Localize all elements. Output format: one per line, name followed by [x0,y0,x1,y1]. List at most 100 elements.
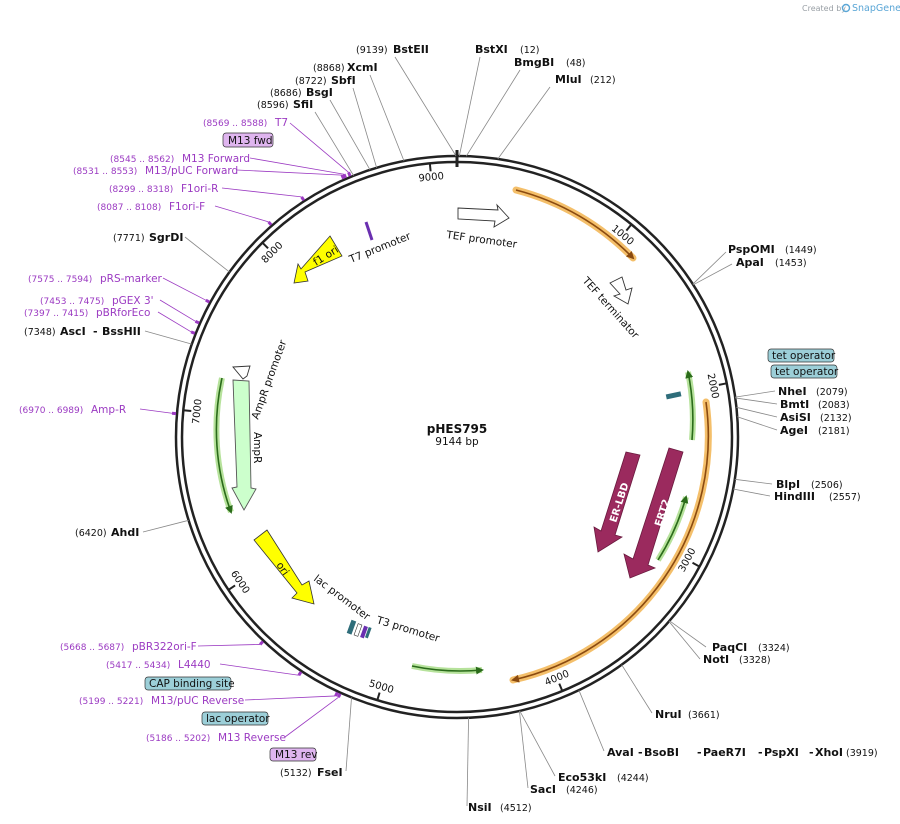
enzyme-leader [465,69,521,157]
enzyme-pos: (4244) [617,773,649,784]
primer-leader [221,187,302,198]
enzyme-name: AhdI [111,526,139,539]
credit-brand: SnapGene [852,3,900,14]
enzyme-name: BssHII [102,325,141,338]
enzyme-pos: (3919) [846,748,878,759]
enzyme-leader [144,330,192,345]
ampr-label: AmpR [251,432,263,463]
primer-pos: (5186 .. 5202) [146,734,210,744]
enzyme-name: ApaI [736,256,764,269]
enzyme-name: BsgI [306,86,333,99]
lac-cluster [346,619,372,639]
primer-pos: (8569 .. 8588) [203,119,267,129]
enzyme-pos: (12) [520,45,540,56]
primer-name: M13/pUC Forward [145,165,238,177]
snapgene-logo [841,3,851,13]
enzyme-leader [737,416,778,431]
primer-leader [139,408,173,414]
primer-leader [284,696,339,738]
enzyme-leader [735,390,776,398]
tef-promoter-label: TEF promoter [445,229,519,251]
primer-pos: (5199 .. 5221) [79,697,143,707]
primer-pos: (6970 .. 6989) [19,406,83,416]
box-m13fwd: M13 fwd [222,132,274,148]
enzyme-name: BstXI [475,43,508,56]
enzyme-pos: (4512) [500,803,532,814]
enzyme-leader [352,87,378,168]
primer-name: Amp-R [91,404,126,416]
primer-name: pRS-marker [100,273,163,285]
enzyme-pos: (8722) [295,76,327,87]
primer-mark [300,196,306,202]
primer-name: M13 Forward [182,153,250,165]
enzyme-pos: (48) [566,58,586,69]
enzyme-pos: (1453) [775,258,807,269]
enzyme-name: Eco53kI [558,771,606,784]
ampr-promoter-arrow [232,365,251,380]
primer-name: L4440 [178,659,211,671]
primer-pos: (7575 .. 7594) [28,275,92,285]
enzyme-pos: (2506) [811,480,843,491]
primer-marks [139,122,352,738]
ori-arrow [253,529,315,605]
tick-mark [376,692,381,701]
enzyme-pos: (2181) [818,426,850,437]
enzyme-leader [669,620,707,648]
group-dash: - [638,746,643,759]
primer-leader [159,299,196,322]
primer-name: M13/pUC Reverse [151,695,244,707]
enzyme-name: PspXI [764,746,799,759]
primer-mark [297,671,303,677]
primer-leader [249,157,345,175]
tick-label: 5000 [367,678,395,696]
primer-pos: (5417 .. 5434) [106,661,170,671]
enzyme-pos: (3324) [758,643,790,654]
enzyme-pos: (2079) [816,387,848,398]
enzyme-name: BsoBI [644,746,679,759]
lac-promoter-label: lac promoter [311,573,372,623]
enzyme-pos: (2083) [818,400,850,411]
enzyme-pos: (3328) [739,655,771,666]
primer-leader [214,205,269,223]
enzyme-pos: (8686) [270,88,302,99]
ampr-arrow [231,379,257,511]
enzyme-leader [142,519,189,533]
primer-name: T7 [274,117,288,129]
tick-label: 2000 [705,373,721,400]
enzyme-leader [692,251,727,285]
primer-leader [219,663,299,676]
orf-right-arrow [511,401,710,683]
enzyme-leaders [142,56,778,807]
enzyme-pos: (9139) [356,45,388,56]
enzyme-name: PspOMI [728,243,775,256]
enzyme-leader [466,717,469,807]
box-label: M13 rev [275,749,318,761]
enzyme-pos: (5132) [280,768,312,779]
box-label: CAP binding site [149,678,235,690]
enzyme-leader [519,710,529,789]
enzyme-pos: (3661) [688,710,720,721]
enzyme-leader [497,86,551,160]
primer-pos: (7453 .. 7475) [40,297,104,307]
enzyme-name: XcmI [347,61,378,74]
enzyme-name: PaeR7I [703,746,746,759]
marker-right-arrow [685,370,694,441]
enzyme-pos: (8596) [257,100,289,111]
plasmid-size: 9144 bp [435,436,479,448]
tick-mark [261,241,269,250]
primer-pos: (8545 .. 8562) [110,155,174,165]
enzyme-name: NsiI [468,801,492,814]
enzyme-pos: (4246) [566,785,598,796]
tick-mark [227,584,236,591]
plasmid-name: pHES795 [427,422,488,436]
enzyme-name: XhoI [815,746,843,759]
box-tet-operator-2: tet operator [770,364,839,379]
enzyme-pos: (2132) [820,413,852,424]
enzyme-leader [735,397,778,405]
enzyme-leader [394,56,457,157]
box-label: tet operator [772,350,836,362]
primer-pos: (8299 .. 8318) [109,185,173,195]
enzyme-pos: (6420) [75,528,107,539]
enzyme-leader [693,263,733,286]
